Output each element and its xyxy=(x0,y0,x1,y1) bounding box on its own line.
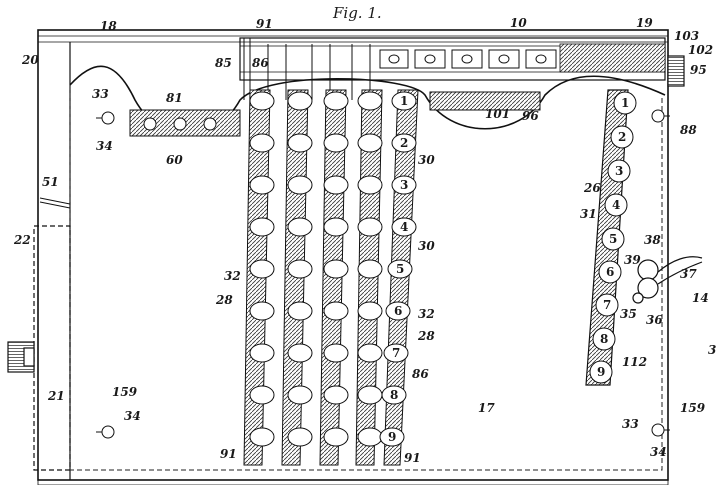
ref-159: 159 xyxy=(680,401,706,415)
key-column-4 xyxy=(355,89,383,466)
key-digit: 8 xyxy=(390,388,398,402)
ref-20: 20 xyxy=(21,53,39,67)
figure-title: Fig. 1. xyxy=(332,4,382,22)
ref-86: 86 xyxy=(412,367,429,381)
key-column-2 xyxy=(281,89,313,466)
key-digit: 5 xyxy=(396,262,404,276)
ref-91: 91 xyxy=(404,451,421,465)
ref-36: 36 xyxy=(646,313,663,327)
key-digit: 8 xyxy=(600,332,608,346)
key-column-1 xyxy=(243,89,275,466)
key-digit: 2 xyxy=(618,130,626,144)
left-mechanism xyxy=(129,109,241,137)
ref-103: 103 xyxy=(674,29,699,43)
ref-96: 96 xyxy=(522,109,539,123)
ref-159: 159 xyxy=(112,385,138,399)
ref-14: 14 xyxy=(692,291,709,305)
ref-34: 34 xyxy=(650,445,667,459)
ref-21: 21 xyxy=(47,389,65,403)
ref-33: 33 xyxy=(622,417,639,431)
register-strip xyxy=(239,37,666,81)
key-digit: 2 xyxy=(400,136,408,150)
side-box xyxy=(7,197,71,471)
counter-wheels xyxy=(379,49,557,69)
ref-91: 91 xyxy=(220,447,237,461)
ref-19: 19 xyxy=(636,16,653,30)
lever-assembly xyxy=(632,256,703,304)
ref-85: 85 xyxy=(215,56,232,70)
ref-32: 32 xyxy=(224,269,241,283)
ref-30: 30 xyxy=(418,153,435,167)
key-digit: 3 xyxy=(400,178,408,192)
key-digit: 9 xyxy=(597,365,605,379)
dashed-outline xyxy=(69,85,663,471)
ref-37: 37 xyxy=(680,267,697,281)
key-digit: 5 xyxy=(609,232,617,246)
ref-17: 17 xyxy=(478,401,495,415)
ref-30: 30 xyxy=(418,239,435,253)
ref-28: 28 xyxy=(215,293,233,307)
key-digit: 1 xyxy=(621,96,629,110)
ref-26: 26 xyxy=(583,181,601,195)
key-digit: 9 xyxy=(388,430,396,444)
ref-86: 86 xyxy=(252,56,269,70)
ref-88: 88 xyxy=(680,123,697,137)
ref-18: 18 xyxy=(100,19,117,33)
ref-31: 31 xyxy=(580,207,597,221)
ref-38: 38 xyxy=(644,233,661,247)
ref-102: 102 xyxy=(688,43,713,57)
ref-32: 32 xyxy=(418,307,435,321)
ref-112: 112 xyxy=(622,355,647,369)
column-5-digits: 1 2 3 4 5 6 7 8 9 xyxy=(388,94,408,444)
key-digit: 7 xyxy=(603,298,611,312)
ref-81: 81 xyxy=(166,91,183,105)
key-digit: 3 xyxy=(615,164,623,178)
ref-39: 39 xyxy=(624,253,641,267)
screws xyxy=(96,109,670,439)
key-digit: 6 xyxy=(394,304,402,318)
ref-22: 22 xyxy=(13,233,31,247)
key-digit: 1 xyxy=(400,94,408,108)
key-column-5 xyxy=(379,89,419,466)
key-digit: 4 xyxy=(612,198,620,212)
key-column-3 xyxy=(319,89,349,466)
ref-33: 33 xyxy=(92,87,109,101)
ref-35: 35 xyxy=(620,307,637,321)
scalloped-opening xyxy=(69,65,666,135)
ref-28: 28 xyxy=(417,329,435,343)
key-columns xyxy=(243,89,419,466)
knob-95 xyxy=(667,55,685,87)
ref-3: 3 xyxy=(708,343,716,357)
right-mechanism xyxy=(429,91,541,111)
ref-95: 95 xyxy=(690,63,707,77)
reference-numerals: 18 91 10 19 103 102 95 20 85 86 81 101 9… xyxy=(13,16,716,465)
key-digit: 6 xyxy=(606,265,614,279)
ref-60: 60 xyxy=(166,153,183,167)
ref-10: 10 xyxy=(510,16,527,30)
ref-34: 34 xyxy=(124,409,141,423)
ref-101: 101 xyxy=(485,107,510,121)
right-key-strip: 1 2 3 4 5 6 7 8 9 xyxy=(585,89,637,386)
key-digit: 7 xyxy=(392,346,400,360)
ref-51: 51 xyxy=(42,175,59,189)
ref-34: 34 xyxy=(96,139,113,153)
key-digit: 4 xyxy=(400,220,408,234)
ref-91: 91 xyxy=(256,17,273,31)
